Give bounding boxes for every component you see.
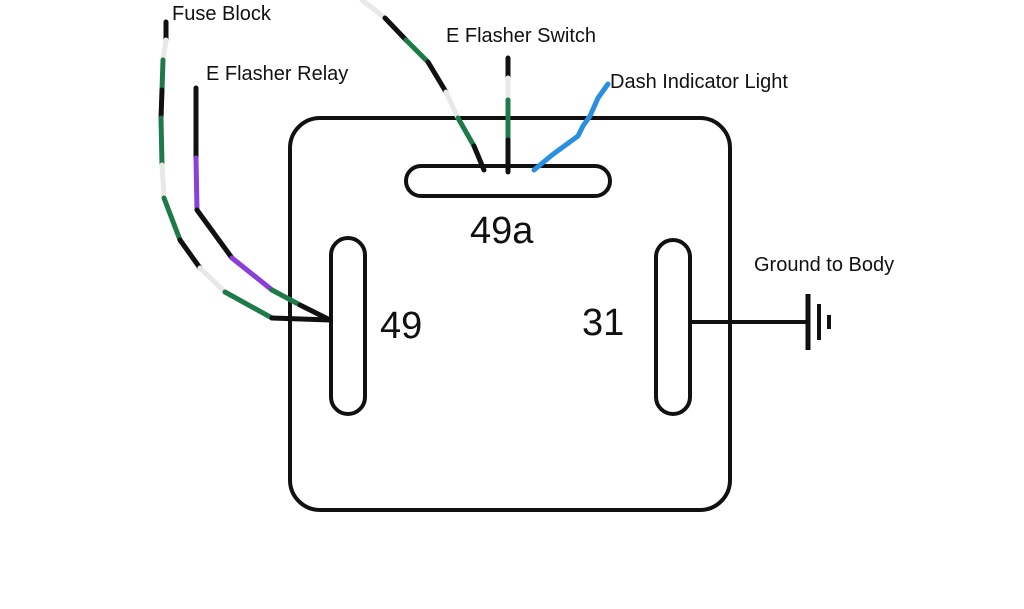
fuse-block-label: Fuse Block (172, 3, 272, 25)
top-diagonal-wire (359, 0, 487, 173)
flasher-relay-wire (193, 85, 333, 323)
fuse-block-wire (158, 19, 333, 323)
terminal-31-slot (654, 238, 692, 416)
terminal-31-label: 31 (582, 302, 624, 344)
flasher-relay-label: E Flasher Relay (206, 63, 348, 85)
terminal-49-label: 49 (380, 305, 422, 347)
dash-indicator-wire (531, 81, 611, 173)
dash-indicator-label: Dash Indicator Light (610, 71, 788, 93)
flasher-switch-label: E Flasher Switch (446, 25, 596, 47)
terminal-49-slot (329, 236, 367, 416)
terminal-49a-label: 49a (470, 210, 534, 252)
ground-icon (805, 294, 831, 350)
ground-to-body-label: Ground to Body (754, 254, 894, 276)
